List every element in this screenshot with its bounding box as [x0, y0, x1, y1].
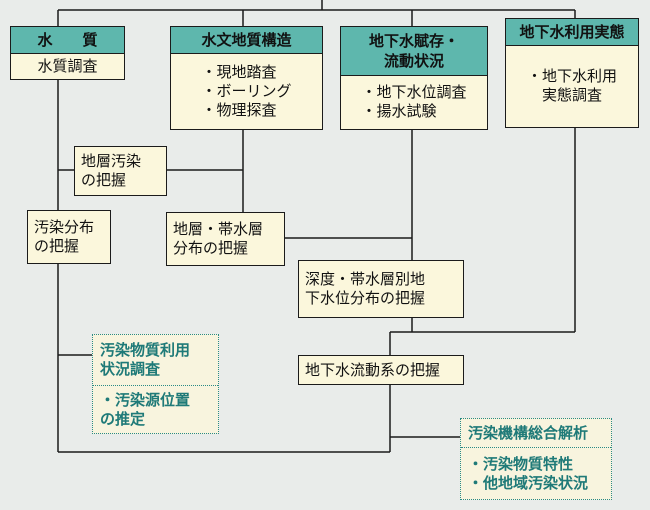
water-quality-title: 水 質 [37, 30, 98, 49]
contamination-distribution-line: 汚染分布 [34, 218, 95, 236]
hydrogeology-box: 水文地質構造 ・現地踏査 ・ボーリング ・物理探査 [170, 26, 323, 130]
groundwater-flow-title-line: 流動状況 [383, 52, 444, 70]
synthesis-item: ・汚染物質特性 [468, 454, 574, 473]
groundwater-flow-box: 地下水賦存・ 流動状況 ・地下水位調査 ・揚水試験 [340, 26, 488, 130]
hydrogeology-header: 水文地質構造 [171, 27, 322, 54]
aquifer-distribution-line: 地層・帯水層 [173, 220, 264, 238]
water-level-distribution-line: 下水位分布の把握 [305, 289, 426, 307]
water-quality-items: 水質調査 [11, 53, 124, 79]
stratum-contamination-line: 地層汚染 [81, 152, 142, 170]
aquifer-distribution-line: 分布の把握 [173, 239, 249, 257]
water-quality-header: 水 質 [11, 27, 124, 54]
water-level-distribution-line: 深度・帯水層別地 [305, 270, 426, 288]
flow-system-box: 地下水流動系の把握 [298, 355, 464, 385]
water-use-title: 地下水利用実態 [519, 22, 625, 41]
substance-usage-line: 汚染物質利用 [100, 341, 191, 359]
substance-usage-line: 状況調査 [100, 360, 161, 378]
water-quality-item: 水質調査 [37, 56, 98, 75]
stratum-contamination-line: の把握 [81, 171, 127, 189]
groundwater-flow-item: ・地下水位調査 [361, 83, 467, 101]
investigation-box: 汚染物質利用 状況調査 ・汚染源位置 の推定 [92, 334, 219, 434]
aquifer-distribution-box: 地層・帯水層 分布の把握 [166, 212, 285, 266]
groundwater-flow-item: ・揚水試験 [361, 102, 437, 120]
water-level-distribution-box: 深度・帯水層別地 下水位分布の把握 [298, 260, 464, 318]
synthesis-divider [461, 447, 611, 448]
synthesis-box: 汚染機構総合解析 ・汚染物質特性 ・他地域汚染状況 [460, 418, 612, 500]
stratum-contamination-box: 地層汚染 の把握 [74, 146, 167, 196]
water-use-header: 地下水利用実態 [506, 19, 638, 46]
water-quality-box: 水 質 水質調査 [10, 26, 125, 80]
water-use-box: 地下水利用実態 ・地下水利用 実態調査 [505, 18, 639, 128]
hydrogeology-item: ・現地踏査 [201, 62, 277, 81]
water-use-item: ・地下水利用 [526, 67, 617, 85]
water-use-items: ・地下水利用 実態調査 [506, 45, 638, 127]
groundwater-flow-title-line: 地下水賦存・ [368, 32, 459, 50]
hydrogeology-item: ・ボーリング [201, 81, 292, 100]
contamination-distribution-line: の把握 [34, 237, 80, 255]
synthesis-item: ・他地域汚染状況 [468, 473, 589, 492]
water-use-item: 実態調査 [541, 86, 602, 104]
synthesis-title: 汚染機構総合解析 [468, 423, 589, 442]
synthesis-items: ・汚染物質特性 ・他地域汚染状況 [461, 448, 611, 499]
hydrogeology-items: ・現地踏査 ・ボーリング ・物理探査 [171, 53, 322, 129]
flow-system-line: 地下水流動系の把握 [305, 360, 441, 379]
synthesis-title-area: 汚染機構総合解析 [461, 419, 611, 447]
investigation-divider [93, 385, 218, 386]
source-location-line: の推定 [100, 409, 146, 428]
source-location: ・汚染源位置 の推定 [93, 386, 218, 433]
source-location-line: ・汚染源位置 [100, 390, 191, 409]
hydrogeology-item: ・物理探査 [201, 100, 277, 119]
substance-usage: 汚染物質利用 状況調査 [93, 335, 218, 385]
groundwater-flow-header: 地下水賦存・ 流動状況 [341, 27, 487, 76]
contamination-distribution-box: 汚染分布 の把握 [27, 210, 111, 264]
groundwater-flow-items: ・地下水位調査 ・揚水試験 [341, 75, 487, 129]
hydrogeology-title: 水文地質構造 [201, 30, 292, 49]
